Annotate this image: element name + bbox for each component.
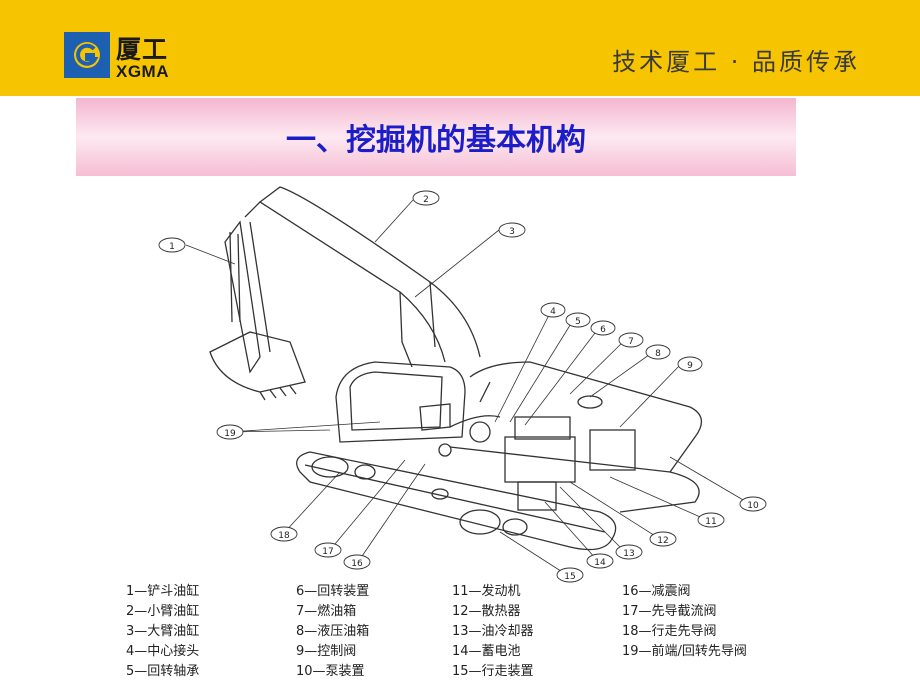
legend-item: 1—铲斗油缸 xyxy=(126,584,200,599)
callout-12: 12 xyxy=(649,531,677,547)
legend-item: 14—蓄电池 xyxy=(452,644,521,659)
callout-4: 4 xyxy=(540,302,566,318)
legend-item: 8—液压油箱 xyxy=(296,624,370,639)
legend-item: 2—小臂油缸 xyxy=(126,604,200,619)
callout-6: 6 xyxy=(590,320,616,336)
header-bar: 厦工 XGMA 技术厦工 · 品质传承 xyxy=(0,0,920,96)
legend-item: 18—行走先导阀 xyxy=(622,624,717,639)
legend-item: 10—泵装置 xyxy=(296,664,365,679)
svg-text:12: 12 xyxy=(657,536,668,546)
svg-text:19: 19 xyxy=(224,429,236,439)
legend-item: 3—大臂油缸 xyxy=(126,624,200,639)
callout-11: 11 xyxy=(697,512,725,528)
callout-markers: 1 2 3 4 5 6 7 8 9 10 11 12 13 14 15 16 1… xyxy=(158,190,767,583)
svg-text:15: 15 xyxy=(564,572,575,582)
parts-legend: 1—铲斗油缸 2—小臂油缸 3—大臂油缸 4—中心接头 5—回转轴承 6—回转装… xyxy=(126,582,806,682)
svg-text:3: 3 xyxy=(509,227,515,237)
title-band: 一、挖掘机的基本机构 xyxy=(76,98,796,176)
svg-text:7: 7 xyxy=(628,337,634,347)
svg-text:10: 10 xyxy=(747,501,759,511)
svg-text:14: 14 xyxy=(594,558,606,568)
callout-10: 10 xyxy=(739,496,767,512)
legend-item: 12—散热器 xyxy=(452,604,521,619)
xgma-logo-icon xyxy=(64,32,110,78)
callout-2: 2 xyxy=(412,190,440,206)
legend-item: 7—燃油箱 xyxy=(296,604,357,619)
logo-english-text: XGMA xyxy=(116,62,169,81)
callout-1: 1 xyxy=(158,237,186,253)
legend-column-3: 11—发动机 12—散热器 13—油冷却器 14—蓄电池 15—行走装置 xyxy=(452,582,617,682)
legend-column-4: 16—减震阀 17—先导截流阀 18—行走先导阀 19—前端/回转先导阀 xyxy=(622,582,806,662)
callout-17: 17 xyxy=(314,542,342,558)
callout-leader-lines xyxy=(185,199,751,576)
legend-item: 6—回转装置 xyxy=(296,584,370,599)
svg-text:5: 5 xyxy=(575,317,581,327)
legend-item: 15—行走装置 xyxy=(452,664,534,679)
svg-text:2: 2 xyxy=(423,195,429,205)
svg-text:8: 8 xyxy=(655,349,661,359)
logo-chinese-text: 厦工 xyxy=(116,35,169,64)
svg-text:11: 11 xyxy=(705,517,716,527)
legend-item: 4—中心接头 xyxy=(126,644,200,659)
legend-item: 17—先导截流阀 xyxy=(622,604,717,619)
legend-item: 9—控制阀 xyxy=(296,644,357,659)
svg-text:17: 17 xyxy=(322,547,333,557)
callout-13: 13 xyxy=(615,544,643,560)
callout-19: 19 xyxy=(216,424,244,440)
callout-9: 9 xyxy=(677,356,703,372)
svg-text:6: 6 xyxy=(600,325,606,335)
excavator-drawing: 1 2 3 4 5 6 7 8 9 10 11 12 13 14 15 16 1… xyxy=(158,186,767,583)
slide-title: 一、挖掘机的基本机构 xyxy=(286,123,586,158)
callout-18: 18 xyxy=(270,526,298,542)
legend-item: 13—油冷却器 xyxy=(452,624,534,639)
callout-7: 7 xyxy=(618,332,644,348)
svg-text:1: 1 xyxy=(169,242,175,252)
callout-14: 14 xyxy=(586,553,614,569)
callout-16: 16 xyxy=(343,554,371,570)
legend-column-1: 1—铲斗油缸 2—小臂油缸 3—大臂油缸 4—中心接头 5—回转轴承 xyxy=(126,582,291,682)
legend-item: 5—回转轴承 xyxy=(126,664,200,679)
svg-text:9: 9 xyxy=(687,361,693,371)
svg-text:13: 13 xyxy=(623,549,634,559)
callout-5: 5 xyxy=(565,312,591,328)
callout-3: 3 xyxy=(498,222,526,238)
slogan: 技术厦工 · 品质传承 xyxy=(612,48,860,76)
svg-text:4: 4 xyxy=(550,307,556,317)
svg-text:18: 18 xyxy=(278,531,290,541)
callout-15: 15 xyxy=(556,567,584,583)
excavator-outline xyxy=(209,186,702,551)
legend-item: 16—减震阀 xyxy=(622,584,691,599)
callout-8: 8 xyxy=(645,344,671,360)
legend-item: 11—发动机 xyxy=(452,584,521,599)
legend-item: 19—前端/回转先导阀 xyxy=(622,644,747,659)
legend-column-2: 6—回转装置 7—燃油箱 8—液压油箱 9—控制阀 10—泵装置 xyxy=(296,582,461,682)
svg-text:16: 16 xyxy=(351,559,363,569)
excavator-diagram: 1 2 3 4 5 6 7 8 9 10 11 12 13 14 15 16 1… xyxy=(150,182,800,590)
